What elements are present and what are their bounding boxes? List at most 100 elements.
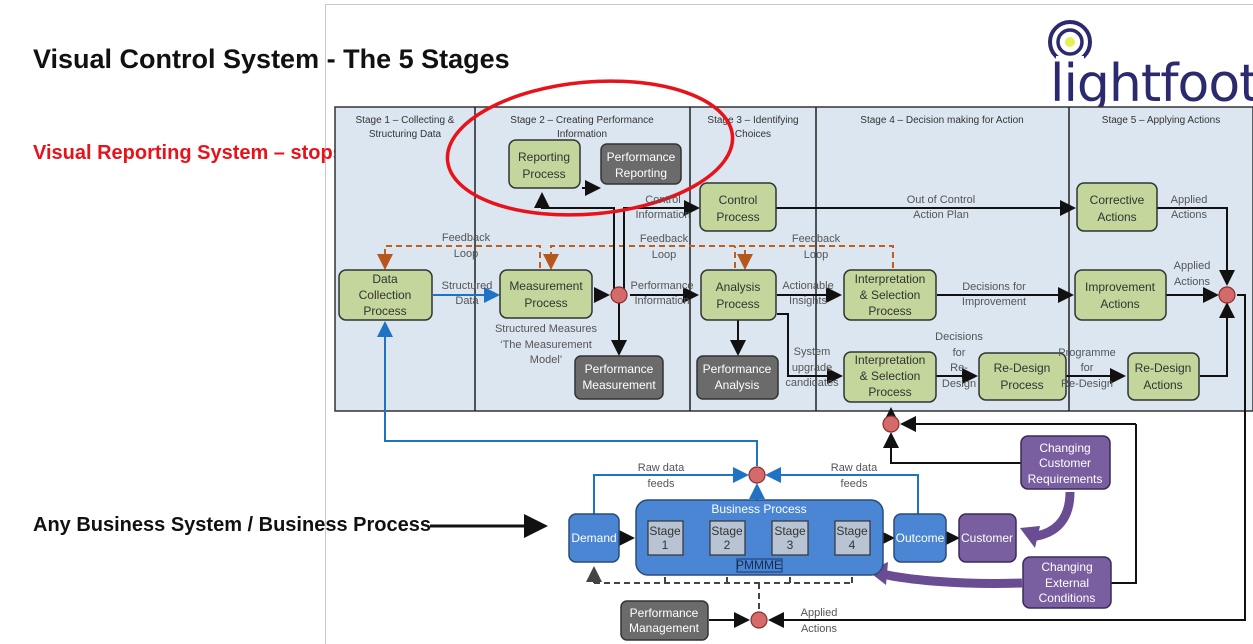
svg-text:& Selection: & Selection <box>860 369 921 383</box>
svg-text:Improvement: Improvement <box>962 296 1026 308</box>
improvement-actions-box[interactable]: Improvement Actions <box>1074 269 1167 321</box>
bp-stage-1[interactable]: Stage 1 <box>647 520 684 556</box>
svg-text:4: 4 <box>849 538 856 552</box>
stage-3-header: Stage 3 – Identifying <box>707 115 798 126</box>
demand-box[interactable]: Demand <box>568 513 620 563</box>
feedback-loops <box>377 245 894 270</box>
junctions <box>610 286 1236 629</box>
svg-text:Stage: Stage <box>774 524 806 538</box>
outcome-box[interactable]: Outcome <box>893 513 947 563</box>
interpretation-selection-box-2[interactable]: Interpretation & Selection Process <box>843 351 937 403</box>
svg-text:Model’: Model’ <box>530 354 562 366</box>
svg-text:& Selection: & Selection <box>860 288 921 302</box>
performance-management-box[interactable]: Performance Management <box>620 600 709 641</box>
visual-reporting-callout: Visual Reporting System – stops here! <box>33 142 399 164</box>
data-flows <box>377 287 919 514</box>
svg-text:Performance: Performance <box>703 362 772 376</box>
svg-text:‘The Measurement: ‘The Measurement <box>500 339 592 351</box>
svg-text:1: 1 <box>662 538 669 552</box>
junction-raw-data <box>748 466 766 484</box>
svg-text:Loop: Loop <box>804 249 828 261</box>
svg-text:for: for <box>1081 362 1094 374</box>
analysis-process-box[interactable]: Analysis Process <box>700 269 777 321</box>
svg-text:feeds: feeds <box>841 478 868 490</box>
svg-text:Stage: Stage <box>649 524 681 538</box>
performance-measurement-box[interactable]: Performance Measurement <box>574 355 664 400</box>
svg-text:3: 3 <box>787 538 794 552</box>
svg-text:Improvement: Improvement <box>1085 280 1156 294</box>
stage-5-header: Stage 5 – Applying Actions <box>1102 115 1220 126</box>
svg-text:Performance: Performance <box>607 150 676 164</box>
svg-text:Re-: Re- <box>950 362 968 374</box>
svg-text:Collection: Collection <box>359 288 412 302</box>
svg-text:Actions: Actions <box>1174 276 1211 288</box>
performance-analysis-box[interactable]: Performance Analysis <box>696 355 779 400</box>
svg-text:Actions: Actions <box>1097 210 1136 224</box>
label-structured-measures: Structured Measures <box>495 323 598 335</box>
svg-text:feeds: feeds <box>648 478 675 490</box>
svg-text:Performance: Performance <box>585 362 654 376</box>
redesign-process-box[interactable]: Re-Design Process <box>978 352 1067 401</box>
svg-text:Actions: Actions <box>801 623 838 635</box>
edge-labels: Control Information Out of Control Actio… <box>442 194 1211 635</box>
lightfoot-logo: lightfoot <box>1040 18 1253 114</box>
svg-text:Re-Design: Re-Design <box>1061 378 1113 390</box>
label-system-upgrade: System <box>794 346 831 358</box>
svg-text:Process: Process <box>868 304 911 318</box>
pmmme-badge: PMMME <box>736 558 783 573</box>
svg-text:Re-Design: Re-Design <box>1135 361 1192 375</box>
control-process-box[interactable]: Control Process <box>699 182 777 232</box>
junction-applied-actions <box>1218 286 1236 304</box>
svg-text:Insights: Insights <box>789 295 827 307</box>
label-out-of-control: Out of Control <box>907 194 975 206</box>
svg-text:Stage: Stage <box>836 524 868 538</box>
redesign-actions-box[interactable]: Re-Design Actions <box>1127 352 1200 401</box>
bp-stage-2[interactable]: Stage 2 <box>709 520 746 556</box>
corrective-actions-box[interactable]: Corrective Actions <box>1076 182 1158 232</box>
measurement-process-box[interactable]: Measurement Process <box>499 269 593 319</box>
stage-1-header-line2: Structuring Data <box>369 129 442 140</box>
junction-performance-info <box>610 286 628 304</box>
data-collection-box[interactable]: Data Collection Process <box>338 269 433 321</box>
reporting-process-box[interactable]: Reporting Process <box>508 139 581 189</box>
customer-arrowhead <box>1020 526 1040 548</box>
svg-text:Process: Process <box>524 296 567 310</box>
svg-text:Interpretation: Interpretation <box>855 272 926 286</box>
svg-text:Design: Design <box>942 378 976 390</box>
customer-box[interactable]: Customer <box>958 513 1017 563</box>
label-performance-information: Performance <box>631 280 694 292</box>
svg-text:Conditions: Conditions <box>1039 591 1096 605</box>
svg-text:Requirements: Requirements <box>1028 472 1103 486</box>
bp-stage-4[interactable]: Stage 4 <box>834 520 871 556</box>
stage-4-header: Stage 4 – Decision making for Action <box>860 115 1023 126</box>
svg-text:Process: Process <box>1000 378 1043 392</box>
label-applied-actions-top: Applied <box>1171 194 1208 206</box>
svg-text:Analysis: Analysis <box>716 280 761 294</box>
svg-text:Reporting: Reporting <box>518 150 570 164</box>
svg-text:Information: Information <box>635 209 690 221</box>
changing-customer-box[interactable]: Changing Customer Requirements <box>1020 435 1111 490</box>
bp-stage-3[interactable]: Stage 3 <box>771 520 809 556</box>
svg-text:Management: Management <box>629 621 700 635</box>
business-process-container[interactable]: Business Process <box>635 499 884 576</box>
connectors <box>430 180 1246 628</box>
svg-text:Corrective: Corrective <box>1090 193 1145 207</box>
label-actionable-insights: Actionable <box>782 280 833 292</box>
svg-text:Loop: Loop <box>652 249 676 261</box>
performance-reporting-box[interactable]: Performance Reporting <box>600 143 682 185</box>
changing-external-box[interactable]: Changing External Conditions <box>1022 556 1112 609</box>
svg-text:Process: Process <box>868 385 911 399</box>
svg-text:Measurement: Measurement <box>509 279 583 293</box>
svg-text:Process: Process <box>522 167 565 181</box>
interpretation-selection-box-1[interactable]: Interpretation & Selection Process <box>843 269 937 321</box>
stage-2-header-line2: Information <box>557 129 607 140</box>
label-raw-data-right: Raw data <box>831 462 878 474</box>
junction-performance-management <box>750 611 768 629</box>
svg-text:Changing: Changing <box>1041 560 1092 574</box>
reporting-highlight-ellipse <box>445 79 735 217</box>
svg-text:Performance: Performance <box>630 606 699 620</box>
label-feedback-loop-3: Feedback <box>792 233 841 245</box>
business-system-label: Any Business System / Business Process <box>33 514 431 536</box>
svg-text:Action Plan: Action Plan <box>913 209 969 221</box>
stage-3-header-line2: Choices <box>735 129 771 140</box>
